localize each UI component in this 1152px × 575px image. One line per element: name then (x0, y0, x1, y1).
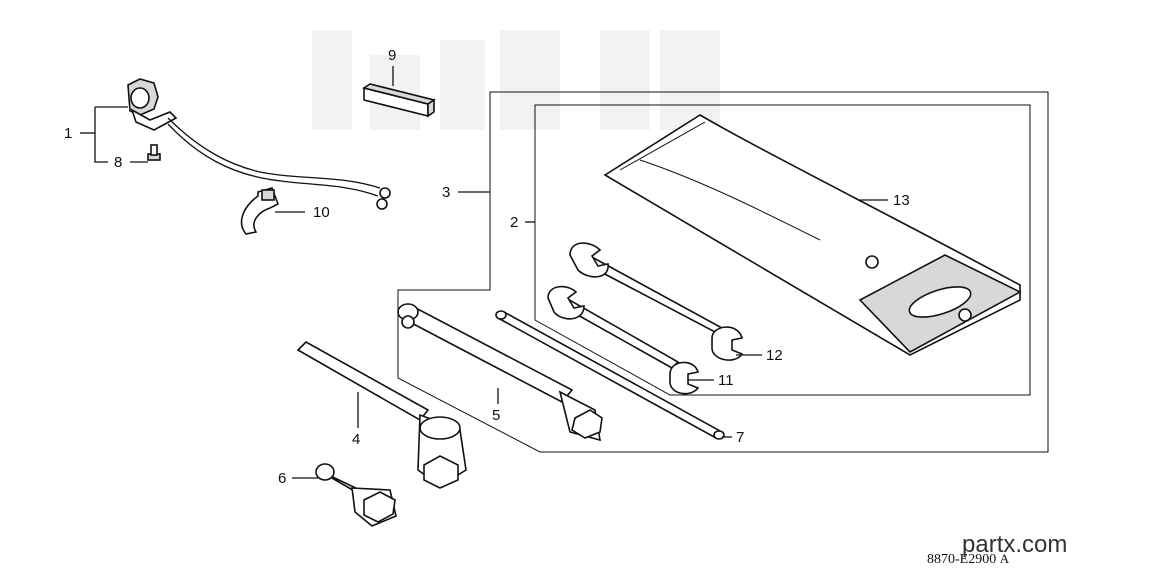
callout-10: 10 (313, 204, 330, 221)
callout-1: 1 (64, 125, 72, 142)
screw-icon[interactable] (147, 144, 161, 161)
callout-8: 8 (114, 154, 122, 171)
socket-wrench-icon[interactable] (296, 341, 467, 489)
callout-11: 11 (718, 372, 734, 389)
box-wrench-icon[interactable] (397, 303, 603, 442)
leader-lines (80, 66, 888, 479)
handle-bar-icon[interactable] (495, 310, 725, 440)
callout-3: 3 (442, 184, 450, 201)
callout-labels: 1 2 3 4 5 6 7 8 9 10 11 12 13 (64, 47, 910, 487)
callout-6: 6 (278, 470, 286, 487)
tool-bag-icon[interactable] (603, 114, 1022, 356)
key-bar-icon[interactable] (362, 83, 436, 118)
spark-plug-cap-wire-icon[interactable] (127, 78, 391, 210)
callout-4: 4 (352, 431, 360, 448)
callout-7: 7 (736, 429, 744, 446)
tool-kit-boundary (397, 91, 1049, 453)
drawing-code: 8870-E2900 A (927, 551, 1010, 567)
wrench-icon[interactable] (547, 285, 700, 395)
callout-2: 2 (510, 214, 518, 231)
callout-13: 13 (893, 192, 910, 209)
background-watermark (312, 30, 720, 130)
box-wrench-icon[interactable] (315, 463, 397, 527)
tool-bag-boundary (534, 104, 1031, 396)
callout-5: 5 (492, 407, 500, 424)
callout-12: 12 (766, 347, 783, 364)
clip-icon[interactable] (240, 187, 280, 235)
partx-watermark: partx.com (962, 531, 1067, 558)
callout-9: 9 (388, 47, 396, 64)
wrench-icon[interactable] (569, 242, 744, 361)
